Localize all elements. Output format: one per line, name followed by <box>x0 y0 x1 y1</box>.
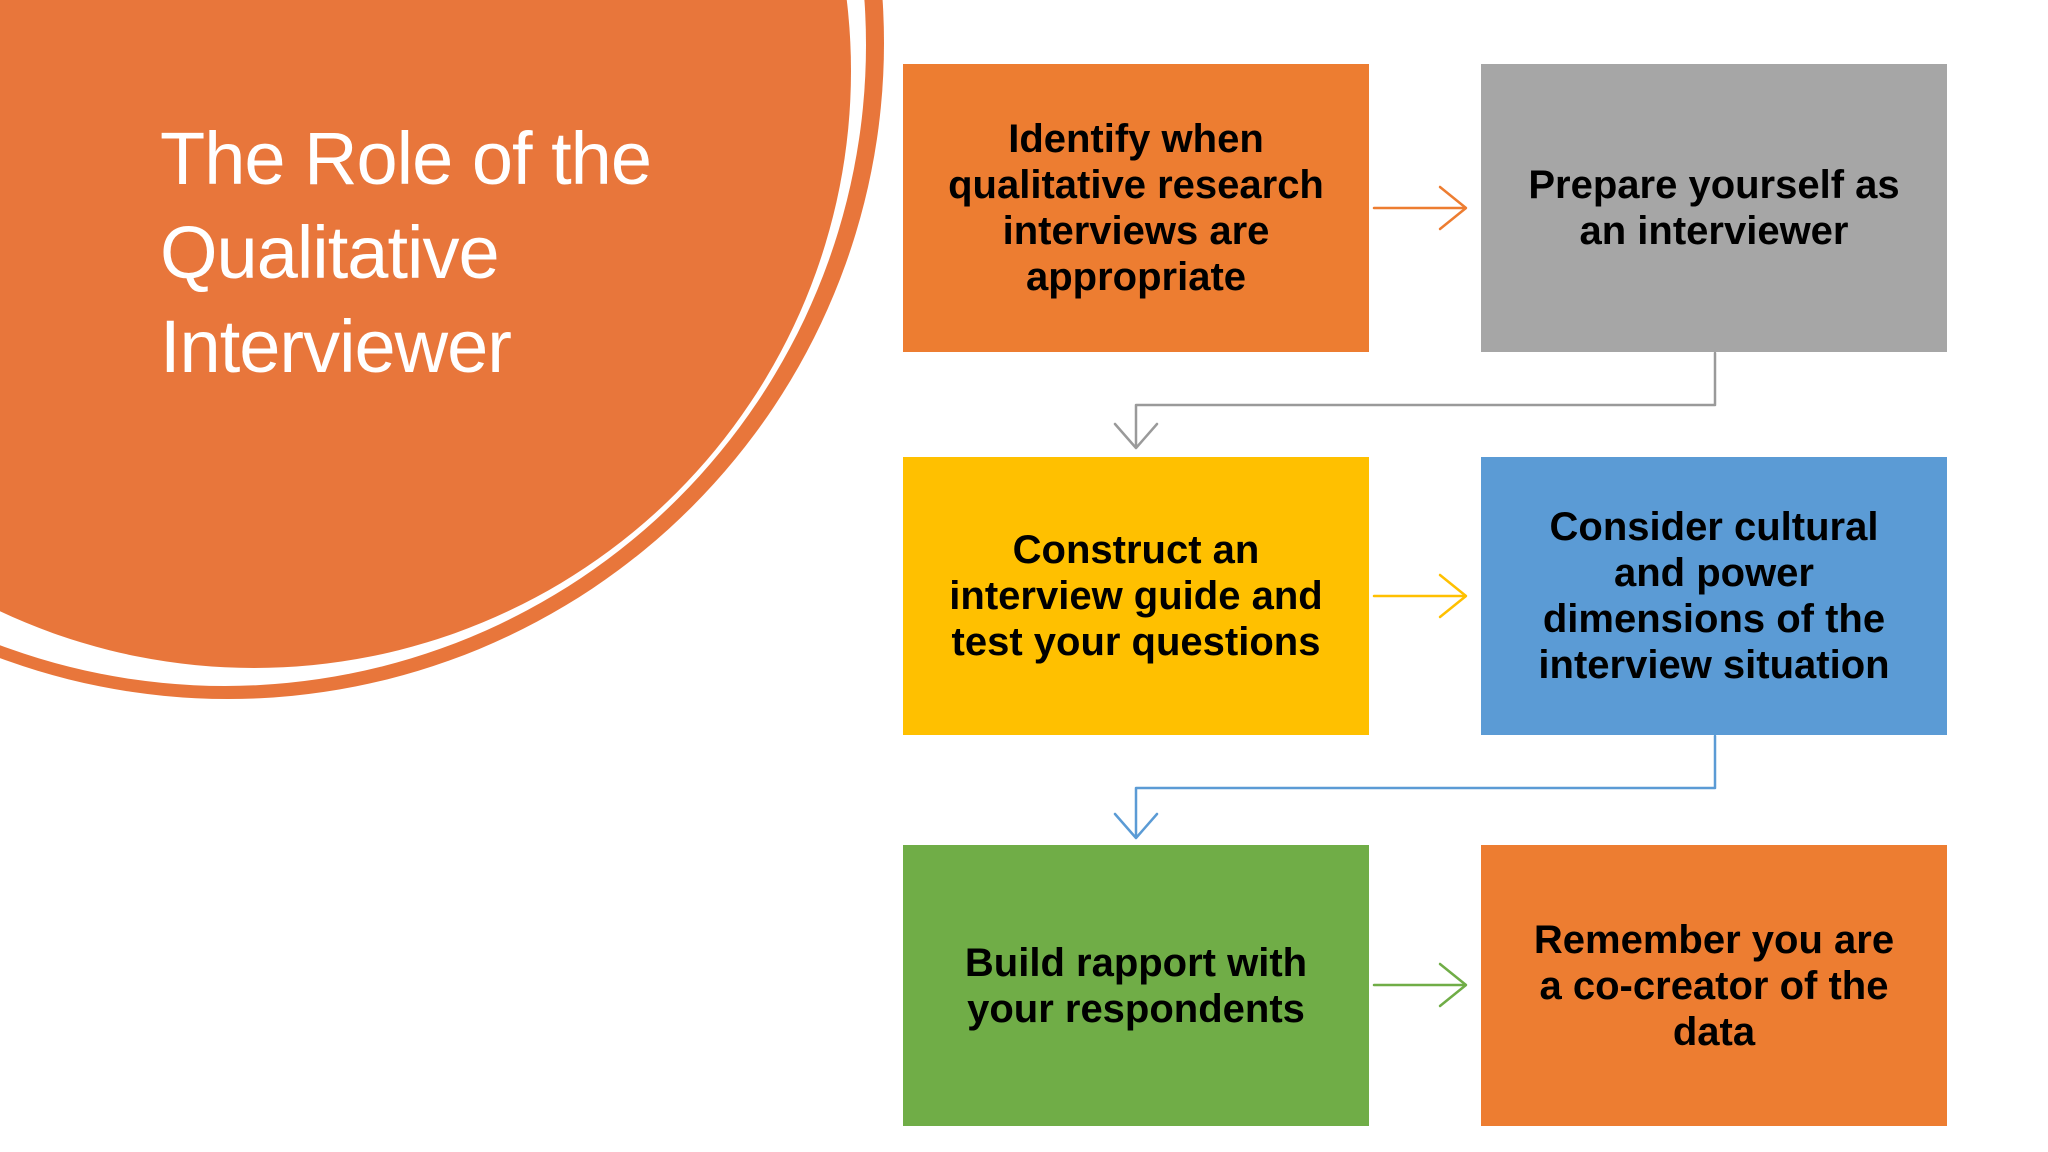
flow-box-rapport-label: Build rapport with your respondents <box>964 940 1308 1031</box>
arrowhead-icon <box>1438 573 1468 619</box>
arrowhead-icon <box>1113 812 1159 840</box>
flow-box-identify: Identify when qualitative research inter… <box>903 64 1369 352</box>
arrow-identify-to-prepare <box>1372 185 1468 231</box>
flow-box-prepare: Prepare yourself as an interviewer <box>1481 64 1947 352</box>
flow-box-prepare-label: Prepare yourself as an interviewer <box>1528 163 1900 253</box>
flow-box-consider-label: Consider cultural and power dimensions o… <box>1538 505 1890 687</box>
flow-box-construct-label: Construct an interview guide and test yo… <box>949 528 1323 664</box>
title-blob-decoration <box>0 0 884 699</box>
flow-box-construct: Construct an interview guide and test yo… <box>903 457 1369 735</box>
flow-box-identify-label: Identify when qualitative research inter… <box>948 117 1324 299</box>
elbow-prepare-to-construct <box>1113 351 1717 450</box>
flow-box-consider: Consider cultural and power dimensions o… <box>1481 457 1947 735</box>
arrowhead-icon <box>1438 185 1468 231</box>
arrow-construct-to-consider <box>1372 573 1468 619</box>
flow-box-remember-label: Remember you are a co-creator of the dat… <box>1533 917 1895 1054</box>
elbow-line <box>1134 351 1717 448</box>
elbow-consider-to-rapport <box>1113 734 1717 840</box>
flow-box-remember: Remember you are a co-creator of the dat… <box>1481 845 1947 1126</box>
blob-main-circle <box>0 0 851 668</box>
arrow-rapport-to-remember <box>1372 962 1468 1008</box>
slide-title: The Role of the Qualitative Interviewer <box>160 117 652 388</box>
elbow-line <box>1134 734 1717 838</box>
flow-box-rapport: Build rapport with your respondents <box>903 845 1369 1126</box>
arrowhead-icon <box>1113 422 1159 450</box>
arrowhead-icon <box>1438 962 1468 1008</box>
